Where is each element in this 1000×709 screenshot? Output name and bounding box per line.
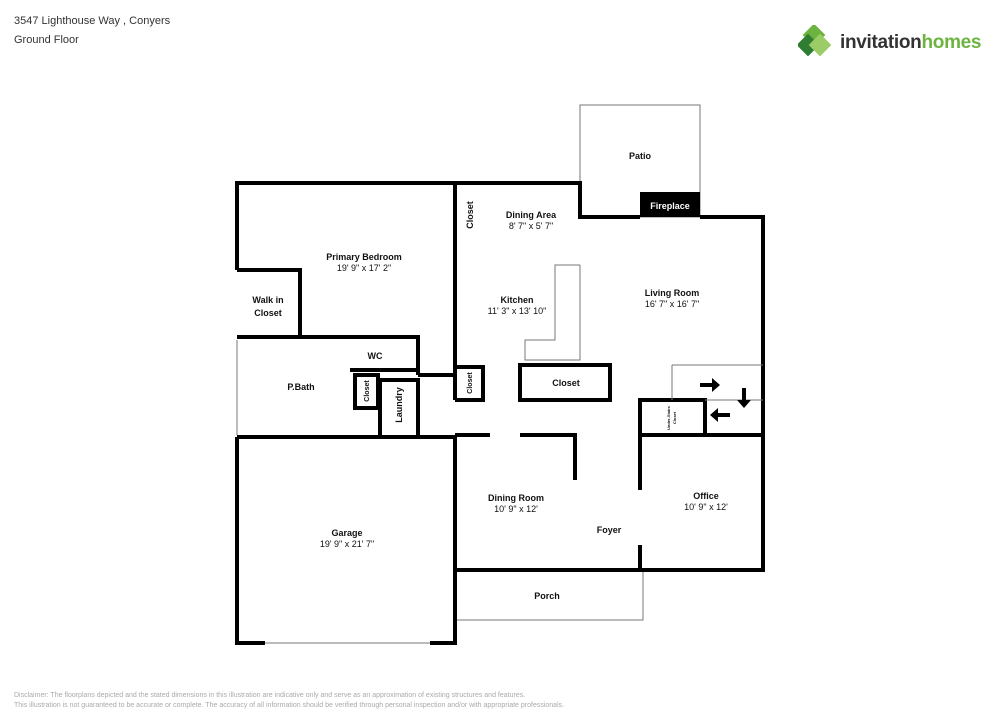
room-under-stairs: Under-Stairs — [666, 405, 671, 430]
room-office: Office — [693, 491, 719, 501]
address-title: 3547 Lighthouse Way , Conyers — [14, 15, 171, 27]
room-under-stairs-2: Closet — [672, 411, 677, 424]
stair-arrows — [700, 378, 751, 422]
fireplace-block — [640, 192, 700, 217]
company-logo: invitationhomes — [798, 25, 982, 61]
room-walk-in-closet-2: Closet — [254, 308, 282, 318]
dims-primary-bedroom: 19' 9" x 17' 2" — [337, 263, 391, 273]
room-pbath: P.Bath — [287, 382, 314, 392]
room-kitchen: Kitchen — [500, 295, 533, 305]
room-patio: Patio — [629, 151, 652, 161]
room-laundry: Laundry — [394, 387, 404, 423]
room-walk-in-closet: Walk in — [252, 295, 283, 305]
dims-living-room: 16' 7" x 16' 7" — [645, 299, 699, 309]
dims-dining-area: 8' 7" x 5' 7" — [509, 221, 553, 231]
room-closet-kitchen-bottom: Closet — [467, 372, 474, 394]
room-closet-kitchen-top: Closet — [465, 201, 475, 229]
arrow-down-icon — [737, 388, 751, 408]
room-garage: Garage — [331, 528, 362, 538]
room-foyer: Foyer — [597, 525, 622, 535]
dims-garage: 19' 9" x 21' 7" — [320, 539, 374, 549]
arrow-right-icon — [700, 378, 720, 392]
room-dining-room: Dining Room — [488, 493, 544, 503]
room-closet-bath: Closet — [364, 380, 371, 402]
walls — [235, 181, 765, 645]
room-dining-area: Dining Area — [506, 210, 557, 220]
logo-mark-icon — [798, 25, 832, 57]
floor-label: Ground Floor — [14, 34, 79, 46]
dims-kitchen: 11' 3" x 13' 10" — [488, 306, 547, 316]
room-fireplace: Fireplace — [650, 201, 690, 211]
dims-office: 10' 9" x 12' — [684, 502, 728, 512]
disclaimer-line-2: This illustration is not guaranteed to b… — [14, 702, 565, 709]
arrow-left-icon — [710, 408, 730, 422]
room-living-room: Living Room — [645, 288, 700, 298]
dims-dining-room: 10' 9" x 12' — [494, 504, 538, 514]
room-porch: Porch — [534, 591, 560, 601]
disclaimer-line-1: Disclaimer: The floorplans depicted and … — [14, 692, 526, 699]
room-closet-center: Closet — [552, 378, 580, 388]
room-wc: WC — [368, 351, 383, 361]
room-primary-bedroom: Primary Bedroom — [326, 252, 402, 262]
logo-wordmark: invitationhomes — [840, 32, 982, 53]
